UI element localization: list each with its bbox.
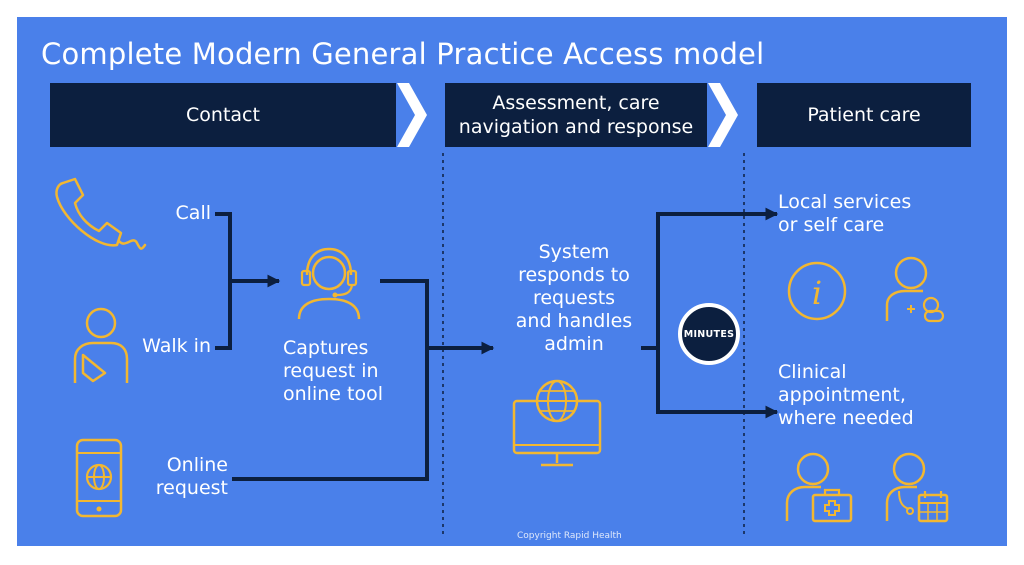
contact-online-label: Online request <box>156 454 228 500</box>
step-contact: Contact <box>50 83 396 147</box>
outcome-local-services-line1: Local services <box>778 191 912 213</box>
outcome-local-services: Local services or self care <box>778 191 911 237</box>
minutes-badge: MINUTES <box>678 303 740 365</box>
contact-call-label: Call <box>175 202 211 224</box>
diagram-canvas: Complete Modern General Practice Access … <box>17 17 1007 546</box>
system-description-line2: responds to <box>518 264 630 286</box>
clinician-calendar-icon <box>885 452 949 523</box>
outcome-clinical-line2: appointment, <box>778 384 906 406</box>
outcome-branch <box>656 212 774 414</box>
capture-description-line3: online tool <box>283 383 383 405</box>
capture-description-line1: Captures <box>283 337 369 359</box>
step-assessment: Assessment, care navigation and response <box>445 83 707 147</box>
information-icon: i <box>787 261 847 321</box>
minutes-badge-label: MINUTES <box>683 328 735 340</box>
diagram-title: Complete Modern General Practice Access … <box>41 37 765 71</box>
capture-description-line2: request in <box>283 360 379 382</box>
step-patient-care-label: Patient care <box>807 104 921 126</box>
outcome-clinical-appointment: Clinical appointment, where needed <box>778 361 914 430</box>
capture-online-connector <box>232 279 429 481</box>
system-description-line5: admin <box>544 333 604 355</box>
patient-medical-kit-icon <box>785 452 853 523</box>
mobile-globe-icon <box>75 438 123 518</box>
contact-online-label-line2: request <box>155 477 228 499</box>
chevron-arrow-icon <box>708 83 738 147</box>
walk-in-patient-icon <box>73 307 129 383</box>
patient-medication-icon <box>885 256 945 323</box>
step-assessment-label-line1: Assessment, care <box>492 92 660 114</box>
flow-connectors <box>215 153 779 537</box>
system-description: System responds to requests and handles … <box>489 241 659 356</box>
contact-online-label-line1: Online <box>166 454 228 476</box>
chevron-arrow-icon <box>397 83 427 147</box>
call-walkin-bracket <box>215 212 232 350</box>
svg-text:i: i <box>812 274 822 312</box>
stage-dividers <box>442 153 745 537</box>
outcome-clinical-line3: where needed <box>778 407 914 429</box>
copyright-note: Copyright Rapid Health <box>517 531 622 541</box>
headset-operator-icon <box>297 247 361 320</box>
step-assessment-label-line2: navigation and response <box>458 116 694 138</box>
computer-globe-icon <box>512 379 602 467</box>
capture-description: Captures request in online tool <box>283 337 383 406</box>
system-description-line3: requests <box>532 287 616 309</box>
outcome-clinical-line1: Clinical <box>778 361 847 383</box>
phone-icon <box>55 177 147 250</box>
system-description-line4: and handles <box>515 310 633 332</box>
contact-walkin-label: Walk in <box>142 335 211 357</box>
step-patient-care: Patient care <box>757 83 971 147</box>
system-description-line1: System <box>538 241 610 263</box>
outcome-local-services-line2: or self care <box>778 214 885 236</box>
step-contact-label: Contact <box>186 104 260 126</box>
